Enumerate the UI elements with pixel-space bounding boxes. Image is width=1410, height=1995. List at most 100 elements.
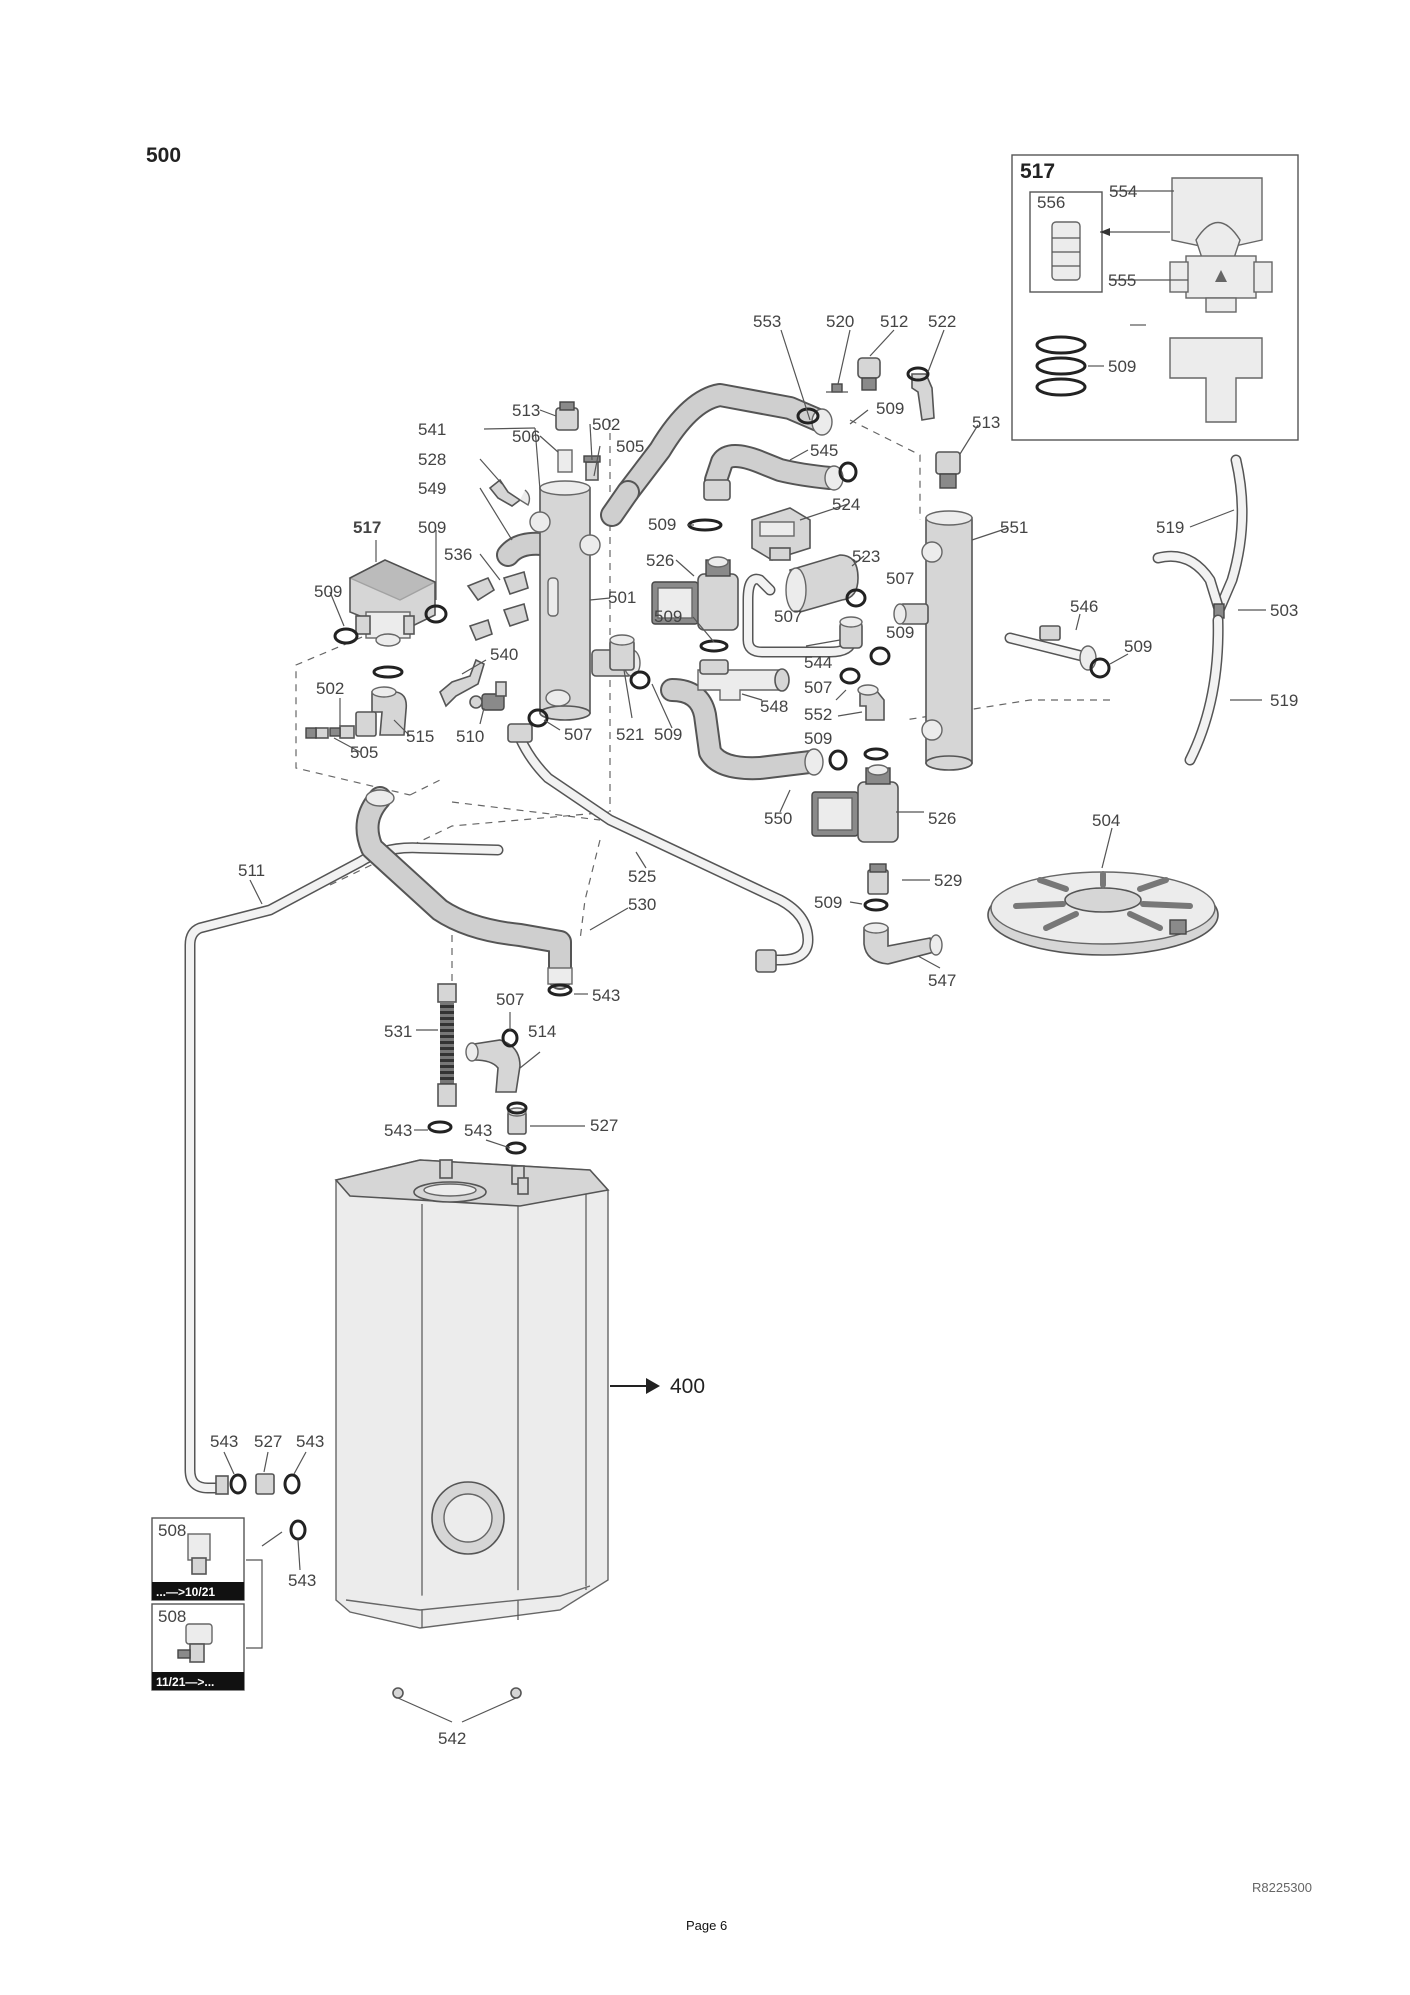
callout-523: 523 bbox=[852, 547, 880, 566]
callout-509-e: 509 bbox=[654, 607, 682, 626]
callout-510: 510 bbox=[456, 727, 484, 746]
callout-509-a: 509 bbox=[876, 399, 904, 418]
pipe-530 bbox=[355, 786, 573, 990]
version-box-508-old bbox=[151, 1517, 245, 1601]
callout-550: 550 bbox=[764, 809, 792, 828]
union-527-bottom bbox=[215, 1473, 275, 1495]
callout-507-c: 507 bbox=[804, 678, 832, 697]
callout-508-b: 508 bbox=[158, 1607, 186, 1626]
callout-501: 501 bbox=[608, 588, 636, 607]
callout-520: 520 bbox=[826, 312, 854, 331]
elbow-514 bbox=[465, 1039, 521, 1093]
version-box-508-new bbox=[151, 1603, 245, 1691]
callout-522: 522 bbox=[928, 312, 956, 331]
callout-507-e: 507 bbox=[496, 990, 524, 1009]
callout-526-bottom: 526 bbox=[928, 809, 956, 828]
callout-527-b: 527 bbox=[254, 1432, 282, 1451]
callout-514: 514 bbox=[528, 1022, 556, 1041]
bracket-540 bbox=[439, 658, 485, 708]
callout-511: 511 bbox=[238, 861, 265, 880]
fitting-502-left bbox=[305, 727, 329, 739]
fitting-520 bbox=[826, 383, 848, 393]
callout-502-top: 502 bbox=[592, 415, 620, 434]
callout-552: 552 bbox=[804, 705, 832, 724]
page-number: Page 6 bbox=[686, 1918, 728, 1933]
version-badge-after: 11/21—>... bbox=[156, 1675, 214, 1689]
callout-509-f: 509 bbox=[886, 623, 914, 642]
callout-526-top: 526 bbox=[646, 551, 674, 570]
pipe-525 bbox=[507, 723, 814, 973]
callout-512: 512 bbox=[880, 312, 908, 331]
callout-556: 556 bbox=[1037, 193, 1065, 212]
callout-509-h: 509 bbox=[654, 725, 682, 744]
callout-543-f: 543 bbox=[288, 1571, 316, 1590]
callout-555: 555 bbox=[1108, 271, 1136, 290]
seal-rings bbox=[229, 407, 1111, 1541]
inset-title: 517 bbox=[1020, 160, 1055, 183]
callout-524: 524 bbox=[832, 495, 860, 514]
callout-546: 546 bbox=[1070, 597, 1098, 616]
inset-517: 517 bbox=[1011, 154, 1299, 441]
air-vent-513-top bbox=[555, 401, 579, 431]
diverter-valve-517 bbox=[348, 559, 437, 647]
callout-543-e: 543 bbox=[296, 1432, 324, 1451]
callout-540: 540 bbox=[490, 645, 518, 664]
tee-fitting bbox=[1169, 337, 1263, 423]
callout-509-g: 509 bbox=[1124, 637, 1152, 656]
callout-541: 541 bbox=[418, 420, 446, 439]
callout-549: 549 bbox=[418, 479, 446, 498]
callout-502-left: 502 bbox=[316, 679, 344, 698]
hoses-519-503 bbox=[1152, 454, 1248, 766]
sensor-unit-524 bbox=[751, 507, 811, 561]
callout-536: 536 bbox=[444, 545, 472, 564]
callout-509-d: 509 bbox=[648, 515, 676, 534]
clip-528 bbox=[488, 478, 522, 507]
air-vent-513-right bbox=[935, 451, 961, 489]
tube-506 bbox=[557, 449, 573, 473]
callout-519-bottom: 519 bbox=[1270, 691, 1298, 710]
callout-519-top: 519 bbox=[1156, 518, 1184, 537]
pipe-545 bbox=[703, 444, 844, 501]
fitting-521 bbox=[609, 634, 635, 671]
callout-507-d: 507 bbox=[564, 725, 592, 744]
leader-lines bbox=[223, 324, 1266, 1571]
callout-543-c: 543 bbox=[384, 1121, 412, 1140]
callout-521: 521 bbox=[616, 725, 644, 744]
cylinder-523 bbox=[785, 554, 859, 613]
seal-509-valve-top bbox=[372, 665, 404, 679]
elbow-547 bbox=[863, 922, 943, 965]
tee-548 bbox=[697, 659, 790, 701]
inset-556-frame bbox=[1029, 191, 1103, 293]
fitting-529 bbox=[867, 863, 889, 895]
elbow-522 bbox=[906, 366, 935, 421]
callout-509-i: 509 bbox=[804, 729, 832, 748]
callout-548: 548 bbox=[760, 697, 788, 716]
callout-547: 547 bbox=[928, 971, 956, 990]
callout-509-inset: 509 bbox=[1108, 357, 1136, 376]
drain-valve-510 bbox=[469, 681, 507, 711]
callout-506: 506 bbox=[512, 427, 540, 446]
callout-507-b: 507 bbox=[774, 607, 802, 626]
callout-504: 504 bbox=[1092, 811, 1120, 830]
callout-543-a: 543 bbox=[592, 986, 620, 1005]
valve-actuator-554 bbox=[1171, 177, 1263, 259]
callout-554: 554 bbox=[1109, 182, 1137, 201]
callout-labels: 553 520 512 522 509 513 545 524 551 519 … bbox=[158, 312, 1298, 1748]
elbow-515 bbox=[355, 686, 408, 737]
callout-505-top: 505 bbox=[616, 437, 644, 456]
valve-body-555 bbox=[1169, 255, 1273, 313]
callout-509-j: 509 bbox=[814, 893, 842, 912]
pipe-553 bbox=[600, 383, 833, 527]
cartridge-556 bbox=[1051, 221, 1081, 281]
seal-rings-509 bbox=[1035, 335, 1087, 397]
callout-513-top: 513 bbox=[512, 401, 540, 420]
reference-code: R8225300 bbox=[1252, 1880, 1312, 1895]
callout-543-d: 543 bbox=[210, 1432, 238, 1451]
callout-507-a: 507 bbox=[886, 569, 914, 588]
callout-528: 528 bbox=[418, 450, 446, 469]
hydraulic-column-551 bbox=[893, 510, 973, 771]
loop-pipe-507 bbox=[742, 573, 858, 658]
hydraulic-column-501 bbox=[529, 480, 641, 721]
pump-526-bottom bbox=[811, 764, 899, 843]
callout-551: 551 bbox=[1000, 518, 1028, 537]
